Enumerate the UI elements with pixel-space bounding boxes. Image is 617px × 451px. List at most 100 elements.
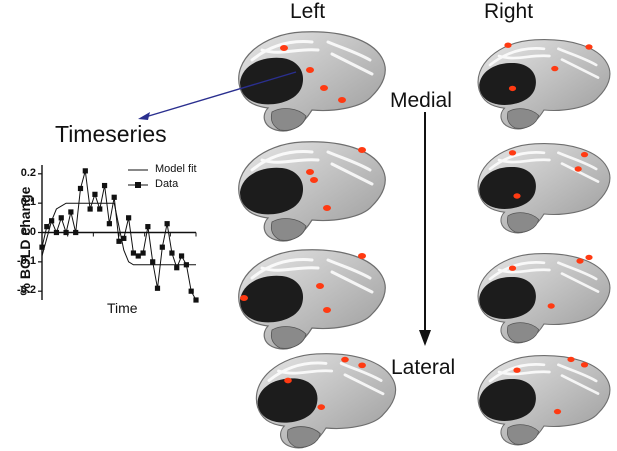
data-point bbox=[73, 229, 79, 236]
data-point bbox=[178, 253, 185, 259]
activation-blob bbox=[306, 169, 314, 175]
data-point bbox=[44, 224, 50, 230]
activation-blob bbox=[358, 362, 366, 369]
data-point bbox=[92, 191, 98, 197]
brain-cerebellum bbox=[286, 426, 321, 448]
brain-ventricle bbox=[257, 378, 318, 423]
data-point bbox=[101, 182, 108, 189]
data-point bbox=[121, 235, 127, 241]
data-point bbox=[39, 244, 45, 250]
brain-ventricle bbox=[240, 275, 304, 323]
data-point bbox=[140, 250, 146, 256]
activation-blob bbox=[341, 356, 349, 363]
brain-slice-left-2 bbox=[238, 141, 386, 242]
brain-cerebellum bbox=[270, 108, 307, 131]
y-tick-label: 0.0 bbox=[20, 225, 36, 238]
y-tick-label: 0.1 bbox=[20, 196, 36, 209]
data-point bbox=[106, 221, 112, 227]
timeseries-title: Timeseries bbox=[55, 121, 167, 147]
activation-blob bbox=[358, 253, 366, 259]
legend-data-marker bbox=[135, 182, 141, 188]
activation-blob bbox=[316, 283, 324, 289]
activation-blob bbox=[547, 303, 555, 309]
medial-lateral-arrowhead bbox=[419, 330, 431, 346]
activation-blob bbox=[320, 85, 328, 91]
data-point bbox=[63, 229, 69, 236]
brain-slice-right-1 bbox=[477, 39, 611, 130]
brain-gyri bbox=[488, 47, 600, 79]
brain-gyri bbox=[488, 261, 600, 293]
brain-gyri bbox=[250, 40, 374, 76]
activation-blob bbox=[574, 166, 582, 172]
data-point bbox=[188, 288, 194, 294]
brain-ventricle bbox=[240, 167, 304, 215]
brain-outline bbox=[477, 143, 611, 234]
brain-cerebellum bbox=[270, 218, 307, 241]
data-point bbox=[77, 185, 84, 192]
data-point bbox=[154, 285, 161, 291]
column-label-left: Left bbox=[290, 0, 326, 23]
brain-gyri bbox=[488, 363, 600, 395]
activation-blob bbox=[551, 65, 559, 72]
brain-ventricle bbox=[479, 166, 536, 209]
activation-blob bbox=[323, 307, 331, 313]
brain-outline bbox=[238, 249, 386, 350]
legend-model-fit: Model fit bbox=[155, 163, 197, 175]
data-point bbox=[150, 259, 156, 265]
activation-blob bbox=[317, 404, 326, 410]
data-point bbox=[169, 250, 175, 256]
data-point bbox=[68, 209, 74, 215]
brain-outline bbox=[255, 353, 397, 449]
activation-blob bbox=[240, 295, 248, 301]
x-axis-label: Time bbox=[107, 300, 138, 316]
activation-blob bbox=[280, 45, 288, 51]
brain-slice-right-2 bbox=[477, 143, 611, 234]
lateral-label: Lateral bbox=[391, 356, 456, 379]
data-point bbox=[164, 221, 170, 227]
data-point bbox=[87, 206, 93, 212]
brain-outline bbox=[477, 253, 611, 344]
y-tick-label: 0.2 bbox=[20, 166, 36, 179]
series-model-fit bbox=[41, 202, 196, 266]
data-point bbox=[116, 238, 122, 244]
data-point bbox=[97, 206, 103, 212]
activation-blob bbox=[553, 408, 562, 415]
activation-blob bbox=[508, 265, 517, 271]
activation-blob bbox=[513, 193, 521, 199]
brain-gyri bbox=[488, 151, 600, 183]
brain-ventricle bbox=[240, 57, 304, 105]
data-point bbox=[126, 215, 132, 221]
brain-gyri bbox=[250, 258, 374, 294]
data-point bbox=[130, 250, 137, 256]
column-label-right: Right bbox=[484, 0, 534, 23]
brain-outline bbox=[238, 141, 386, 242]
brain-outline bbox=[477, 355, 611, 446]
brain-slice-left-3 bbox=[238, 249, 386, 350]
data-point bbox=[145, 224, 151, 230]
legend-data: Data bbox=[155, 178, 179, 190]
brain-slice-left-1 bbox=[238, 31, 386, 132]
data-point bbox=[82, 168, 88, 174]
brain-ventricle bbox=[479, 276, 536, 319]
activation-blob bbox=[567, 356, 575, 363]
brain-slice-left-4 bbox=[255, 353, 397, 449]
activation-blob bbox=[338, 97, 346, 103]
data-point bbox=[159, 244, 165, 250]
brain-slice-right-4 bbox=[477, 355, 611, 446]
brain-gyri bbox=[250, 150, 374, 186]
brain-ventricle bbox=[479, 62, 536, 105]
activation-blob bbox=[504, 42, 512, 48]
activation-blob bbox=[576, 258, 584, 264]
brain-cerebellum bbox=[506, 212, 539, 233]
medial-label: Medial bbox=[390, 89, 452, 112]
data-point bbox=[135, 253, 141, 259]
y-tick-label: -0.1 bbox=[17, 254, 36, 267]
brain-slice-right-3 bbox=[477, 253, 611, 344]
activation-blob bbox=[585, 254, 593, 261]
activation-blob bbox=[580, 362, 589, 368]
activation-blob bbox=[513, 367, 521, 373]
brain-gyri bbox=[267, 361, 385, 396]
brain-ventricle bbox=[479, 378, 536, 421]
